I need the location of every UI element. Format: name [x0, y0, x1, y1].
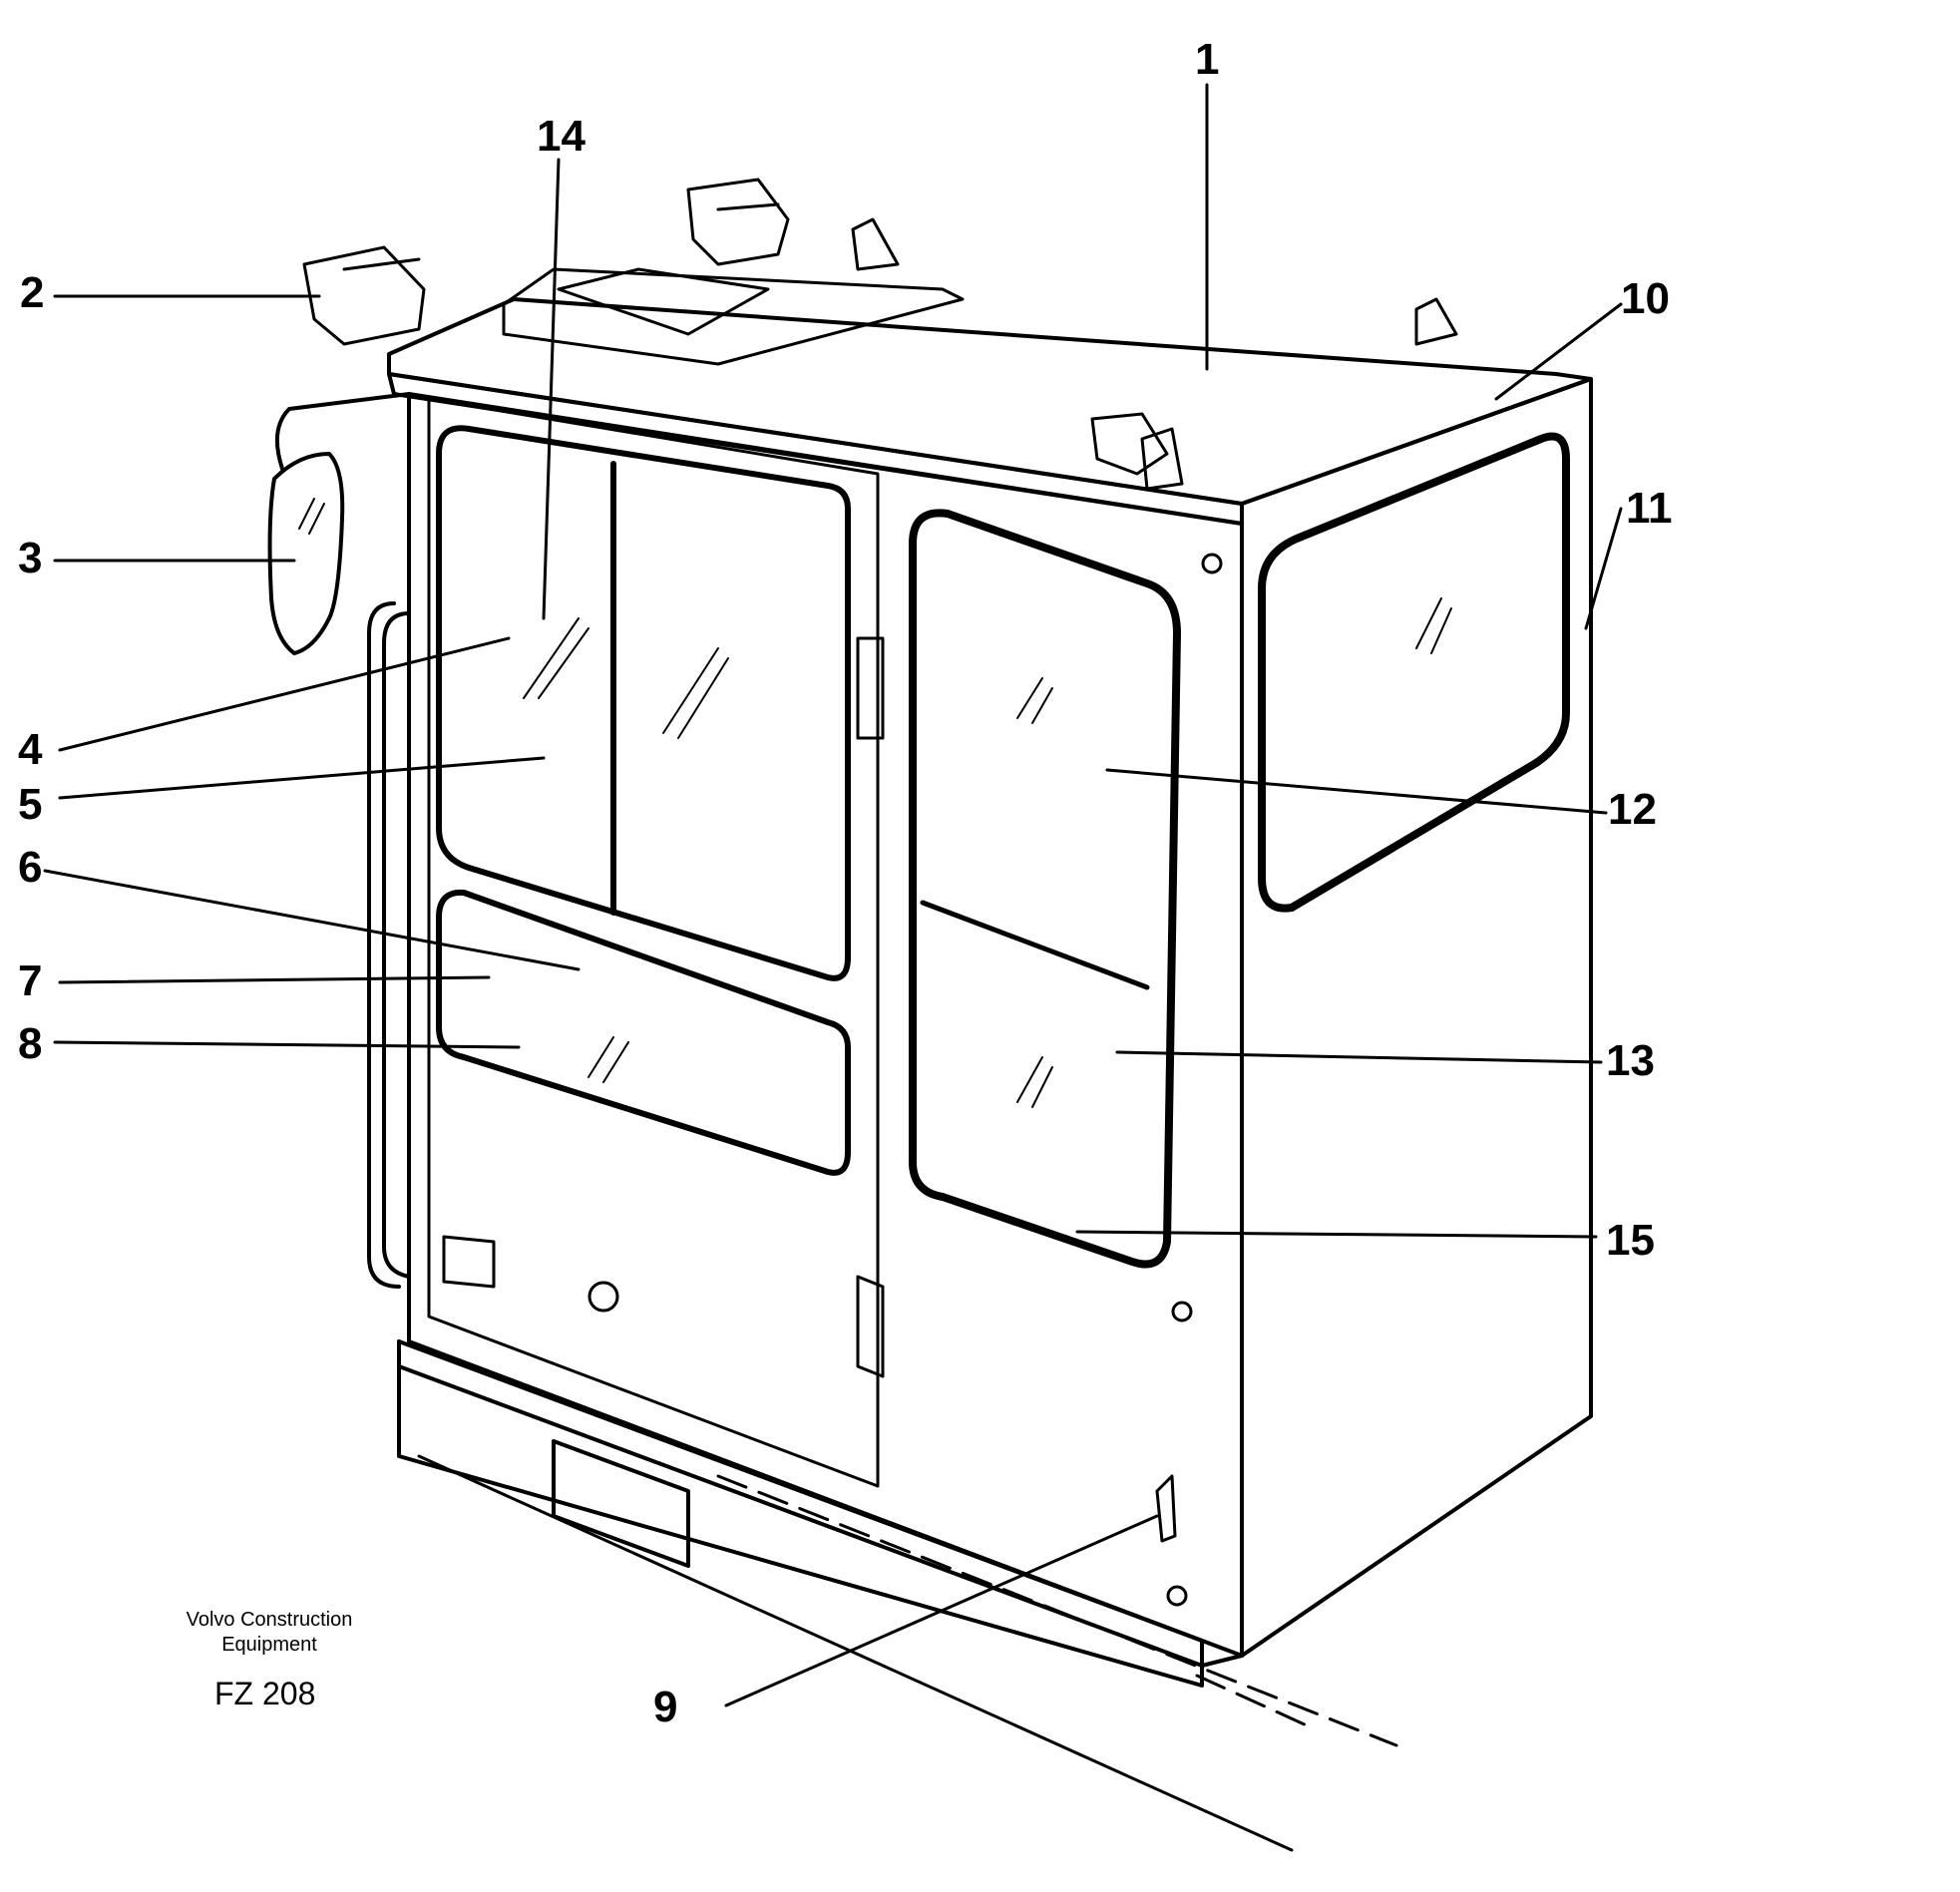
glass-reflections: [298, 498, 1452, 1108]
callout-12: 12: [1608, 785, 1657, 834]
company-caption: Volvo Construction Equipment: [135, 1608, 404, 1658]
door-hinges: [856, 636, 885, 1378]
rear-view-mirror: [267, 392, 411, 655]
callout-3: 3: [18, 534, 43, 582]
door-latch: [442, 1235, 619, 1313]
door-upper-window: [436, 425, 851, 981]
callout-13: 13: [1606, 1036, 1655, 1085]
work-lamp-left: [302, 245, 426, 346]
callout-7: 7: [18, 956, 43, 1005]
callout-14: 14: [537, 112, 586, 161]
callout-2: 2: [20, 268, 45, 317]
callout-8: 8: [18, 1019, 43, 1068]
ground-lines: [417, 1454, 1398, 1852]
callout-6: 6: [18, 843, 43, 892]
callout-15: 15: [1606, 1216, 1655, 1265]
cab-body: [387, 297, 1593, 1688]
door: [427, 397, 880, 1488]
grab-handle: [367, 601, 411, 1289]
callout-11: 11: [1626, 484, 1673, 533]
callout-4: 4: [18, 725, 43, 774]
callout-9: 9: [653, 1683, 678, 1731]
step-recess: [552, 1439, 690, 1568]
callout-1: 1: [1195, 35, 1220, 84]
latch-hook: [1155, 1474, 1177, 1543]
company-line-2: Equipment: [221, 1634, 317, 1656]
figure-code: FZ 208: [214, 1676, 316, 1711]
side-window-front: [909, 509, 1181, 1269]
roof-hatch: [502, 217, 1458, 491]
leader-lines: [43, 83, 1623, 1707]
callout-10: 10: [1621, 274, 1670, 323]
door-lower-window: [436, 889, 851, 1176]
side-window-right: [1258, 432, 1570, 913]
callout-5: 5: [18, 780, 43, 829]
work-lamp-center: [686, 178, 790, 266]
company-line-1: Volvo Construction: [186, 1609, 353, 1631]
bolts: [1166, 553, 1223, 1607]
